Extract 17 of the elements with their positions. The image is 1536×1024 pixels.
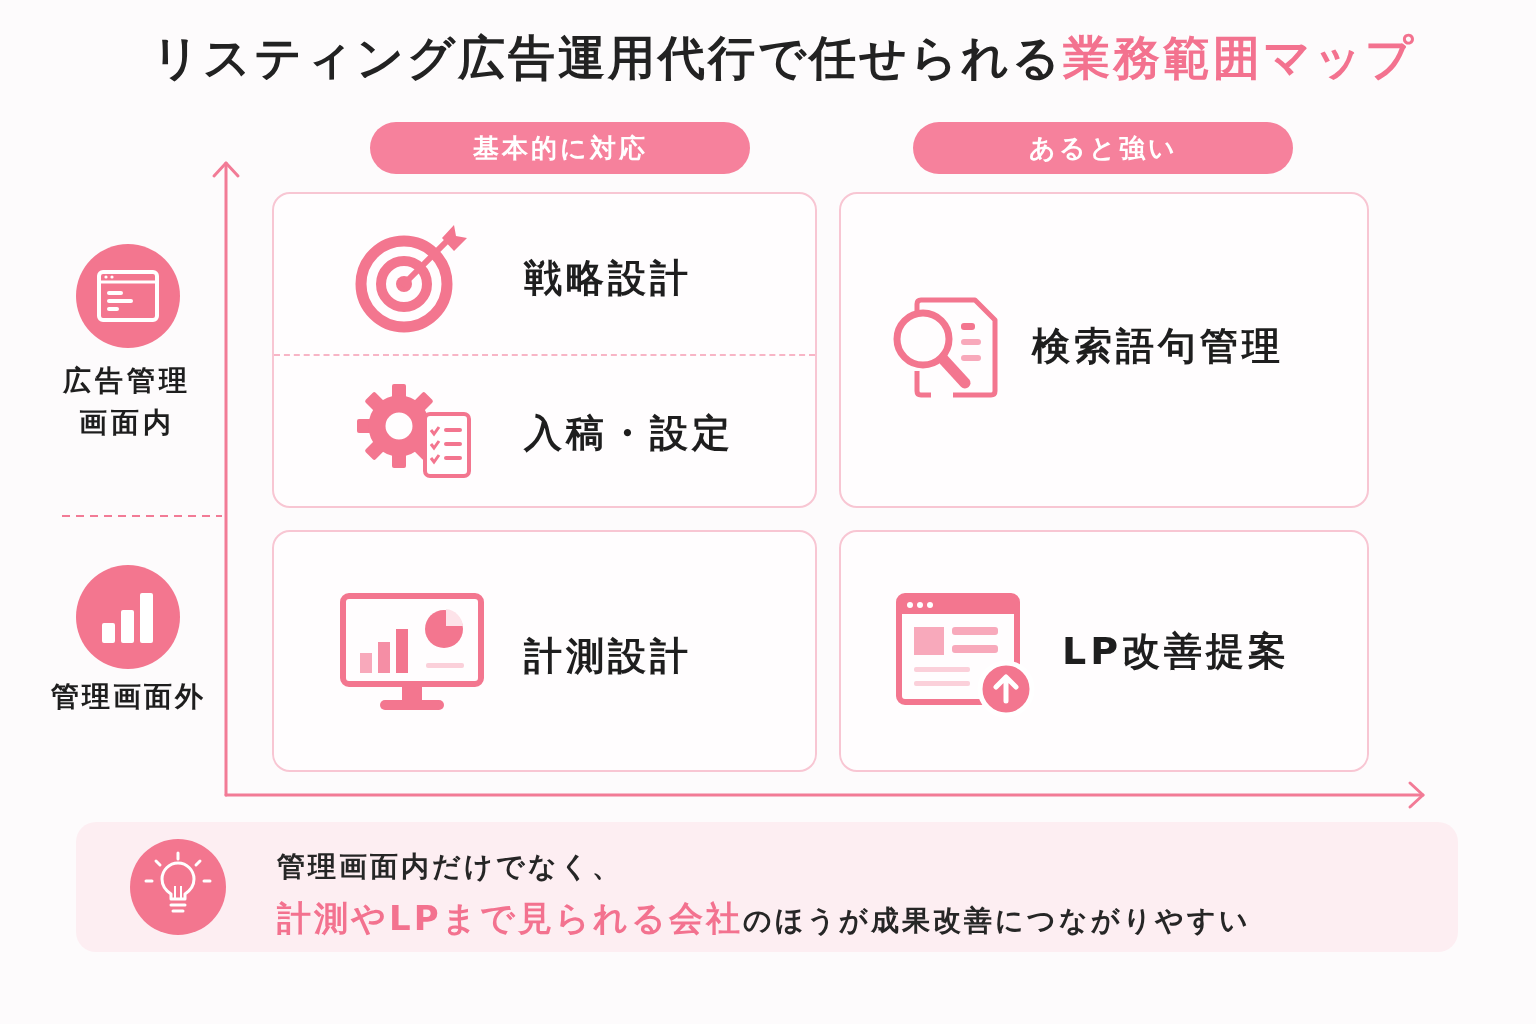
task-label: 検索語句管理 <box>1032 324 1284 370</box>
task-label: LP改善提案 <box>1062 629 1291 675</box>
task-card <box>272 530 817 772</box>
note-text: 計測やLPまで見られる会社のほうが成果改善につながりやすい <box>277 897 1251 939</box>
task-label: 計測設計 <box>524 634 692 680</box>
task-card <box>839 530 1369 772</box>
category-header: あると強い <box>913 122 1293 174</box>
note-text: 管理画面内だけでなく、 <box>277 850 623 884</box>
task-label: 入稿・設定 <box>524 411 734 457</box>
task-card <box>272 192 817 508</box>
task-card <box>839 192 1369 508</box>
category-header: 基本的に対応 <box>370 122 750 174</box>
note-panel <box>76 822 1458 952</box>
row-label: 広告管理画面内 <box>62 363 192 441</box>
task-label: 戦略設計 <box>524 256 692 302</box>
title: リスティング広告運用代行で任せられる業務範囲マップ <box>152 29 1416 87</box>
row-label: 管理画面外 <box>49 679 207 715</box>
